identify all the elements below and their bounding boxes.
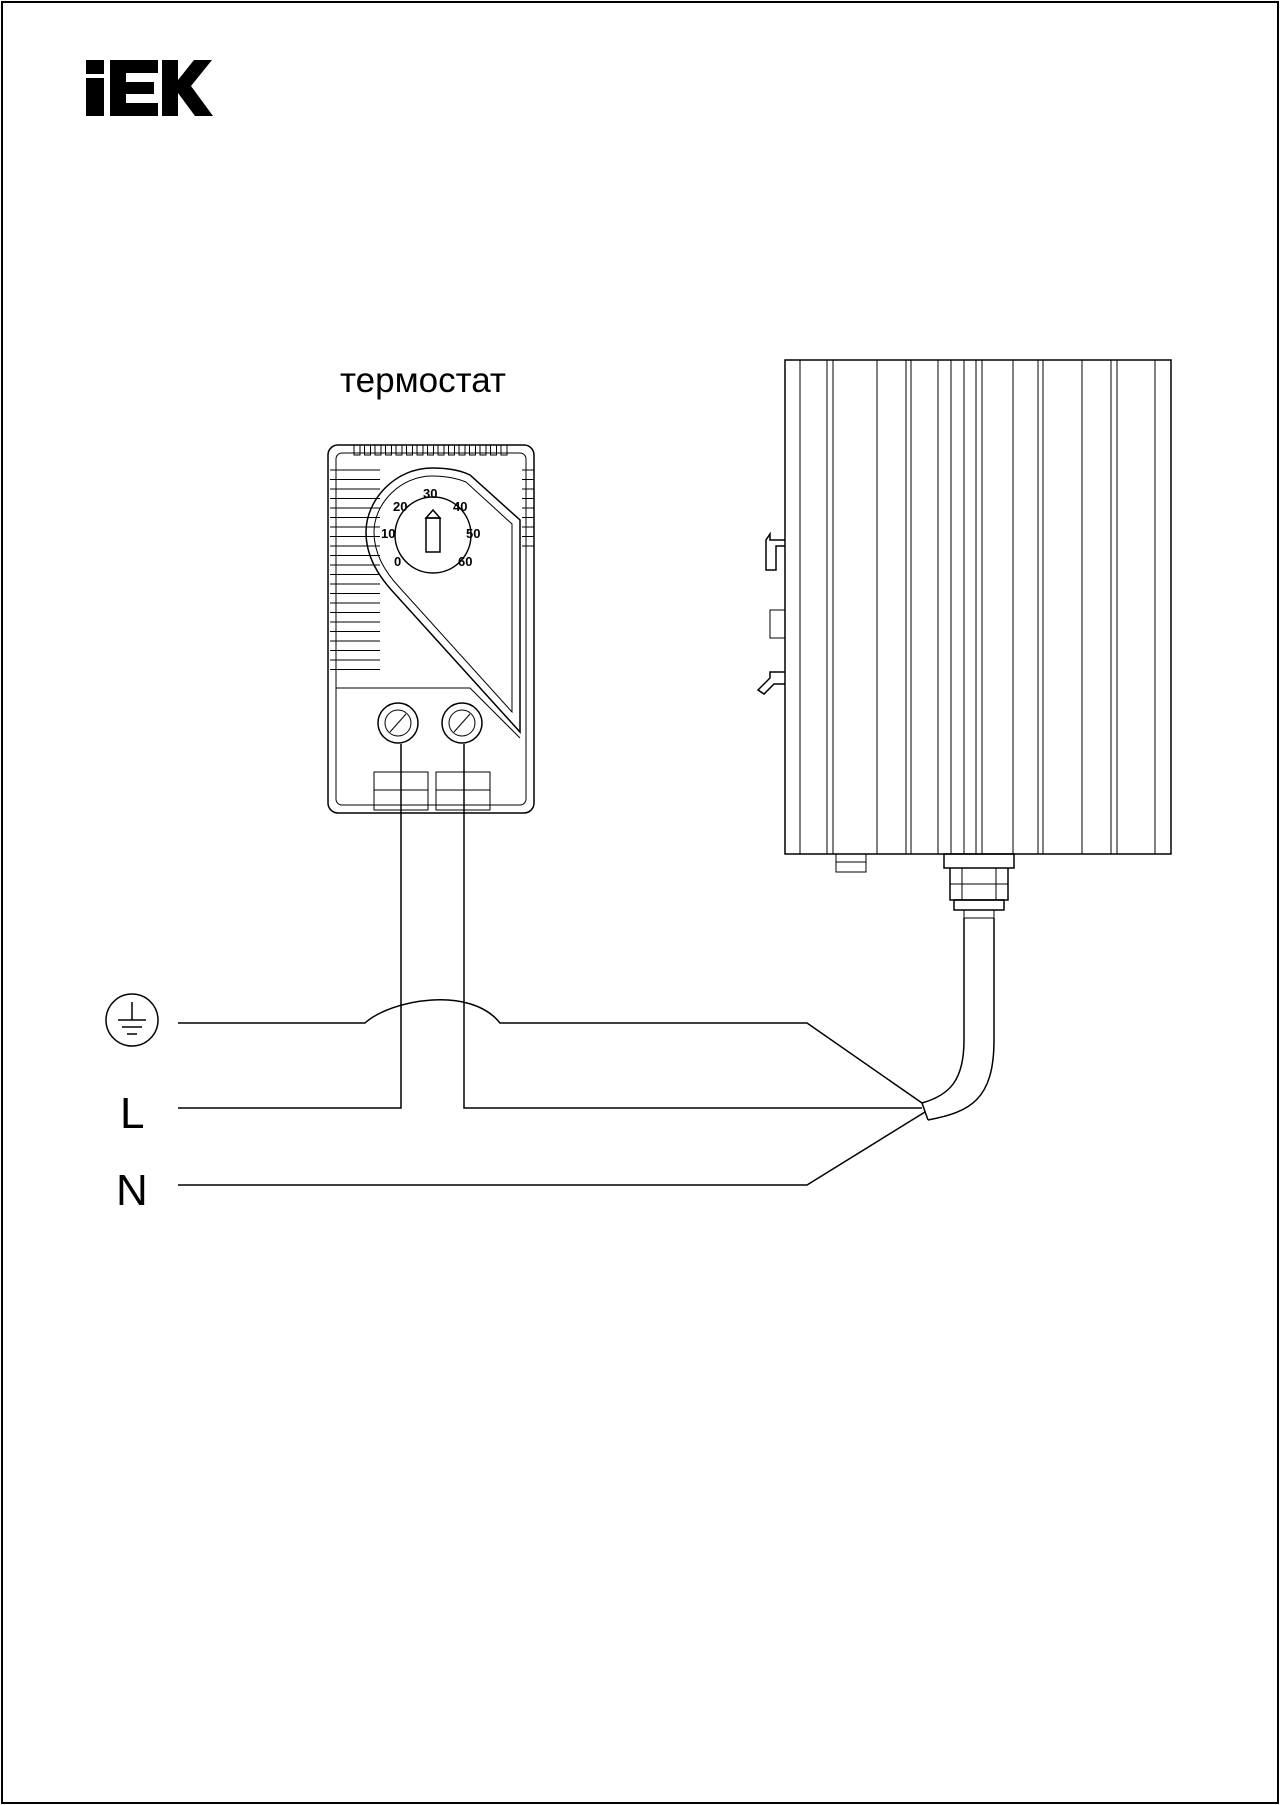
dial-scale-20: 20 (393, 499, 407, 514)
top-vent-slot (427, 444, 434, 456)
dial-knob[interactable] (394, 496, 472, 574)
dial-scale-10: 10 (381, 526, 395, 541)
right-vents (522, 469, 534, 547)
dial-scale-60: 60 (458, 554, 472, 569)
top-vent-slot (479, 444, 487, 456)
din-clip (765, 531, 785, 571)
top-vent-slot (385, 444, 392, 456)
dial-arrow-icon (424, 508, 442, 519)
top-vent-slot (469, 444, 476, 456)
heater-fins (799, 360, 1156, 854)
top-vent-slot (490, 444, 497, 456)
line-label: L (120, 1089, 144, 1138)
thermostat-terminal-screw-1[interactable] (377, 702, 419, 744)
earth-ground-icon (105, 993, 159, 1047)
top-vent-slot (500, 444, 508, 456)
top-vent-slot (374, 444, 382, 456)
neutral-label: N (116, 1166, 148, 1215)
dial-pointer (425, 517, 441, 553)
thermostat-terminal-screw-2[interactable] (441, 702, 483, 744)
line-wire-out (463, 744, 922, 1109)
heater (756, 359, 1172, 919)
line-wire (178, 744, 402, 1109)
heater-body (784, 359, 1172, 855)
top-vent-slot (395, 444, 403, 456)
dial-scale-0: 0 (394, 554, 401, 569)
dial-scale-30: 30 (423, 486, 437, 501)
cable-gland-base (943, 853, 1015, 869)
top-vent-slot (364, 444, 371, 456)
left-vents (330, 469, 380, 670)
top-vent-slot (353, 444, 361, 456)
dial-panel (365, 467, 521, 734)
neutral-wire (178, 1111, 926, 1186)
top-vent-slot (458, 444, 466, 456)
top-vent-slot (448, 444, 455, 456)
dial-scale-50: 50 (466, 526, 480, 541)
dial-scale-40: 40 (453, 499, 467, 514)
top-vent-slot (437, 444, 445, 456)
thermostat: 0 10 20 30 40 50 60 (327, 444, 535, 814)
thermostat-title: термостат (340, 361, 506, 400)
top-vents (353, 444, 508, 456)
iek-logo (86, 60, 213, 116)
earth-wire (178, 999, 923, 1104)
top-vent-slot (406, 444, 413, 456)
top-vent-slot (416, 444, 424, 456)
heater-foot (835, 853, 867, 873)
heater-cable (921, 918, 965, 1104)
thermostat-clamp-2 (435, 771, 491, 811)
